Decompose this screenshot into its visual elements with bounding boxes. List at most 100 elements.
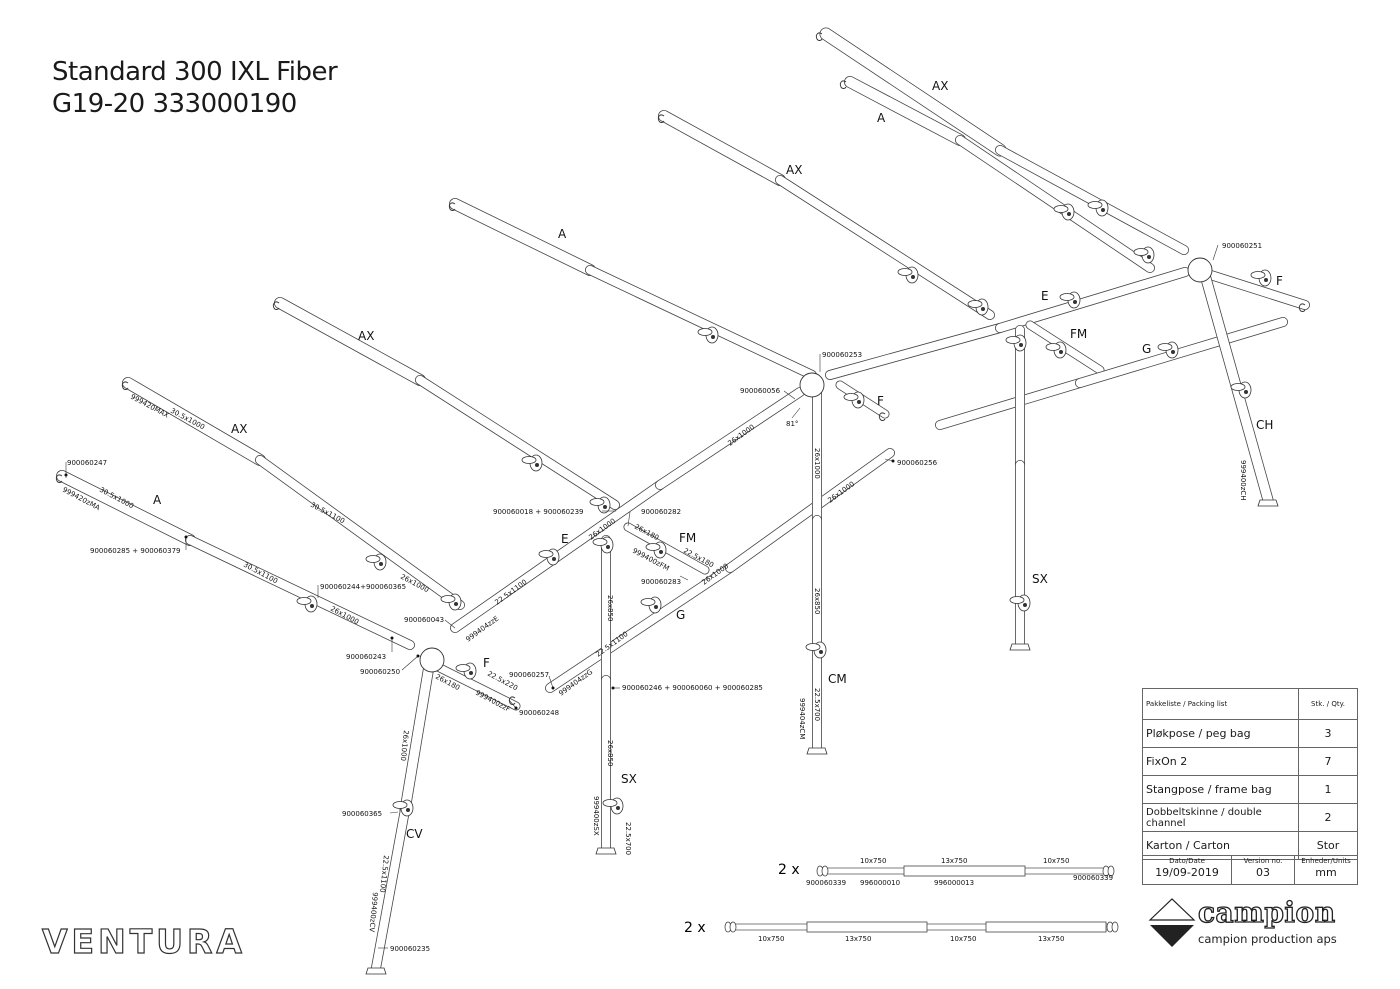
label-f: F [877,394,884,408]
clamp-icon [592,536,614,554]
frame-tube-fill [775,175,995,320]
part-number: 900060250 [360,668,400,676]
clamp-icon [589,496,611,514]
part-number: 900060043 [404,616,444,624]
part-number: 900060257 [509,671,549,679]
frame-tube-fill [585,265,817,380]
label-f: F [1276,274,1283,288]
frame-tube-fill [624,523,709,574]
label-cm: CM [828,672,847,686]
label-fm: FM [679,531,696,545]
packing-list-header: Pakkeliste / Packing list [1142,688,1299,720]
part-number: 900060253 [822,351,862,359]
label-g: G [676,608,685,622]
dimension: 22.5x700 [624,822,632,855]
frame-tube-fill [371,805,410,973]
ventura-logo: VENTURA [41,921,246,961]
frame-tube-fill [432,662,520,710]
clamp-icon [392,799,414,817]
tubes [56,27,1310,973]
packing-row: Pløkpose / peg bag 3 [1142,719,1358,748]
rod-segment: 13x750 [941,857,967,865]
angle-label: 81° [786,420,798,428]
item-name: Dobbeltskinne / double channel [1142,803,1299,832]
part-labels: AX A AX A AX AX A E F FM G CH SX F E FM … [153,79,1283,841]
units-label: Enheder/Units [1301,857,1351,865]
rod-segment: 10x750 [860,857,886,865]
foot-plate-icon [1257,499,1279,507]
campion-logo-icon [1148,898,1196,947]
frame-tube-fill [995,145,1189,255]
label-f: F [483,656,490,670]
clamp-icon [1009,594,1031,612]
label-ax: AX [358,329,374,343]
packing-row: Dobbeltskinne / double channel 2 [1142,803,1358,832]
rod-segment: 13x750 [1038,935,1064,943]
clamp-icon [1005,334,1027,352]
date-value: 19/09-2019 [1155,866,1219,879]
clamp-icon [521,454,543,472]
item-name: Stangpose / frame bag [1142,775,1299,804]
drawing-meta-table: Dato/Date 19/09-2019 Version no. 03 Enhe… [1142,855,1358,885]
title-product: Standard 300 IXL Fiber [52,57,338,87]
clamp-icon [897,266,919,284]
frame-tube-fill [935,378,1085,430]
date-cell: Dato/Date 19/09-2019 [1142,855,1232,885]
packing-row: FixOn 2 7 [1142,747,1358,776]
dimension: 22.5x1100 [378,855,390,893]
frame-tube-fill [825,323,1005,380]
item-qty: 1 [1298,775,1358,804]
label-e: E [1041,289,1049,303]
label-ax: AX [231,422,247,436]
foot-plate-icon [595,847,617,855]
date-label: Dato/Date [1169,857,1205,865]
frame-tube-fill [449,198,596,276]
label-a: A [153,493,162,507]
version-value: 03 [1256,866,1270,879]
part-number: 900060339 [806,879,846,887]
clamp-icon [1053,203,1075,221]
frame-tube-fill [658,110,786,186]
clamp-icon [843,391,865,409]
rod-quantity: 2 x [778,862,800,878]
clamp-icon [365,553,387,571]
clamp-icon [296,595,318,613]
part-number: 999400zSX [592,796,600,836]
label-e: E [561,532,569,546]
campion-logo: campion campion production aps [1150,892,1360,954]
loose-rod-1: 2 x 10x750 13x750 10x750 900060339 99600… [778,857,1115,887]
rod-segment: 13x750 [845,935,871,943]
frame-tube-fill [185,535,415,650]
version-label: Version no. [1243,857,1283,865]
item-qty: 3 [1298,719,1358,748]
leader-lines [64,244,1219,949]
frame-tube-fill [1075,317,1288,388]
part-number: 900060251 [1222,242,1262,250]
part-number: 900060256 [897,459,938,467]
corner-joint-icon [799,372,825,398]
part-number: 900060283 [641,578,681,586]
frame-tube-fill [655,387,805,490]
dimension-labels: 30.5x1000 30.5x1100 26x1000 30.5x1000 30… [98,407,856,893]
label-cv: CV [406,827,423,841]
corner-joint-icon [419,647,445,673]
part-number: 999400zCH [1239,460,1247,501]
part-numbers: 900060251 900060253 900060056 81° 900060… [61,242,1262,953]
dimension: 26x850 [606,740,614,766]
drawing-title: Standard 300 IXL Fiber G19-20 333000190 [52,56,338,120]
rod-segment: 10x750 [950,935,976,943]
title-code: G19-20 333000190 [52,89,297,119]
part-number: 999404zCM [798,698,806,739]
campion-subtitle: campion production aps [1198,932,1337,946]
clamp-icon [1087,199,1109,217]
label-ax: AX [932,79,948,93]
item-name: Pløkpose / peg bag [1142,719,1299,748]
frame-tube-fill [545,563,735,693]
frame-tube-fill [1190,265,1310,310]
part-number: 900060339 [1073,874,1113,882]
frame-tube-fill [122,377,266,466]
part-number: 900060285 + 900060379 [90,547,180,555]
part-number: 900060365 [342,810,382,818]
packing-list-table: Pakkeliste / Packing list Stk. / Qty. Pl… [1142,688,1358,860]
frame-tube-fill [955,135,1155,273]
